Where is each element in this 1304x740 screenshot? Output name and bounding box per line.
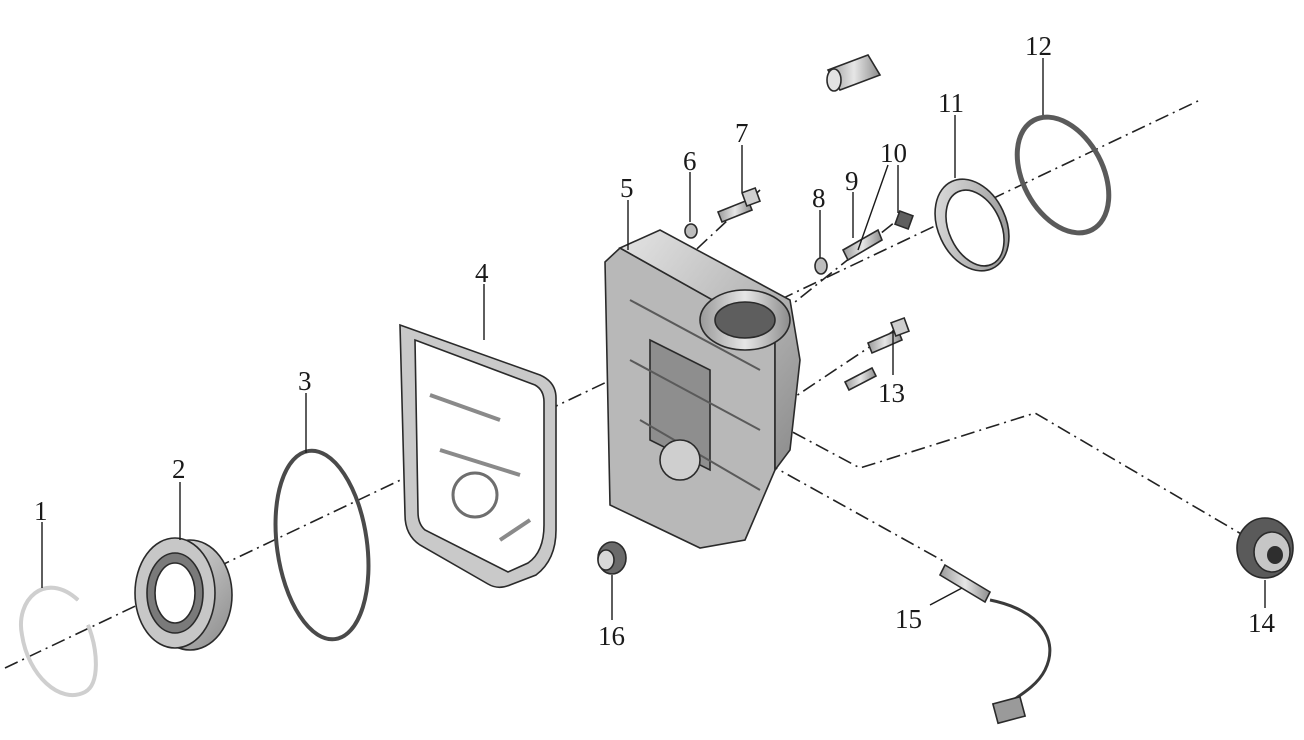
washer-icon	[814, 257, 828, 275]
callout-14: 14	[1248, 608, 1276, 638]
callout-11: 11	[938, 88, 964, 118]
bolt-icon	[716, 187, 761, 224]
callout-2: 2	[172, 454, 186, 484]
callout-13: 13	[878, 378, 905, 408]
housing-icon	[604, 229, 801, 549]
callout-7: 7	[735, 118, 749, 148]
oil-seal-icon	[1236, 517, 1294, 579]
leader-lines	[41, 58, 1266, 620]
callout-16: 16	[598, 621, 625, 651]
callout-10: 10	[880, 138, 907, 168]
sleeve-icon	[826, 54, 882, 92]
callout-12: 12	[1025, 31, 1052, 61]
callout-3: 3	[298, 366, 312, 396]
stud-icon	[841, 228, 883, 262]
callout-5: 5	[620, 173, 634, 203]
sensor-axis-line	[764, 461, 946, 563]
gasket-icon	[399, 323, 557, 589]
callout-8: 8	[812, 183, 826, 213]
ball-bearing-icon	[134, 537, 233, 651]
callout-1: 1	[34, 496, 48, 526]
snap-ring-icon	[19, 585, 98, 698]
speed-sensor-icon	[938, 563, 1052, 725]
callout-15: 15	[895, 604, 922, 634]
callout-6: 6	[683, 146, 697, 176]
o-ring-icon	[273, 448, 371, 642]
callout-4: 4	[475, 258, 489, 288]
o-ring-icon	[1014, 114, 1112, 236]
washer-icon	[684, 223, 698, 239]
plug-icon	[597, 541, 627, 575]
callout-9: 9	[845, 166, 859, 196]
nut-icon	[894, 210, 914, 230]
seal-ring-icon	[934, 178, 1010, 272]
seal-axis-line	[769, 412, 1261, 546]
